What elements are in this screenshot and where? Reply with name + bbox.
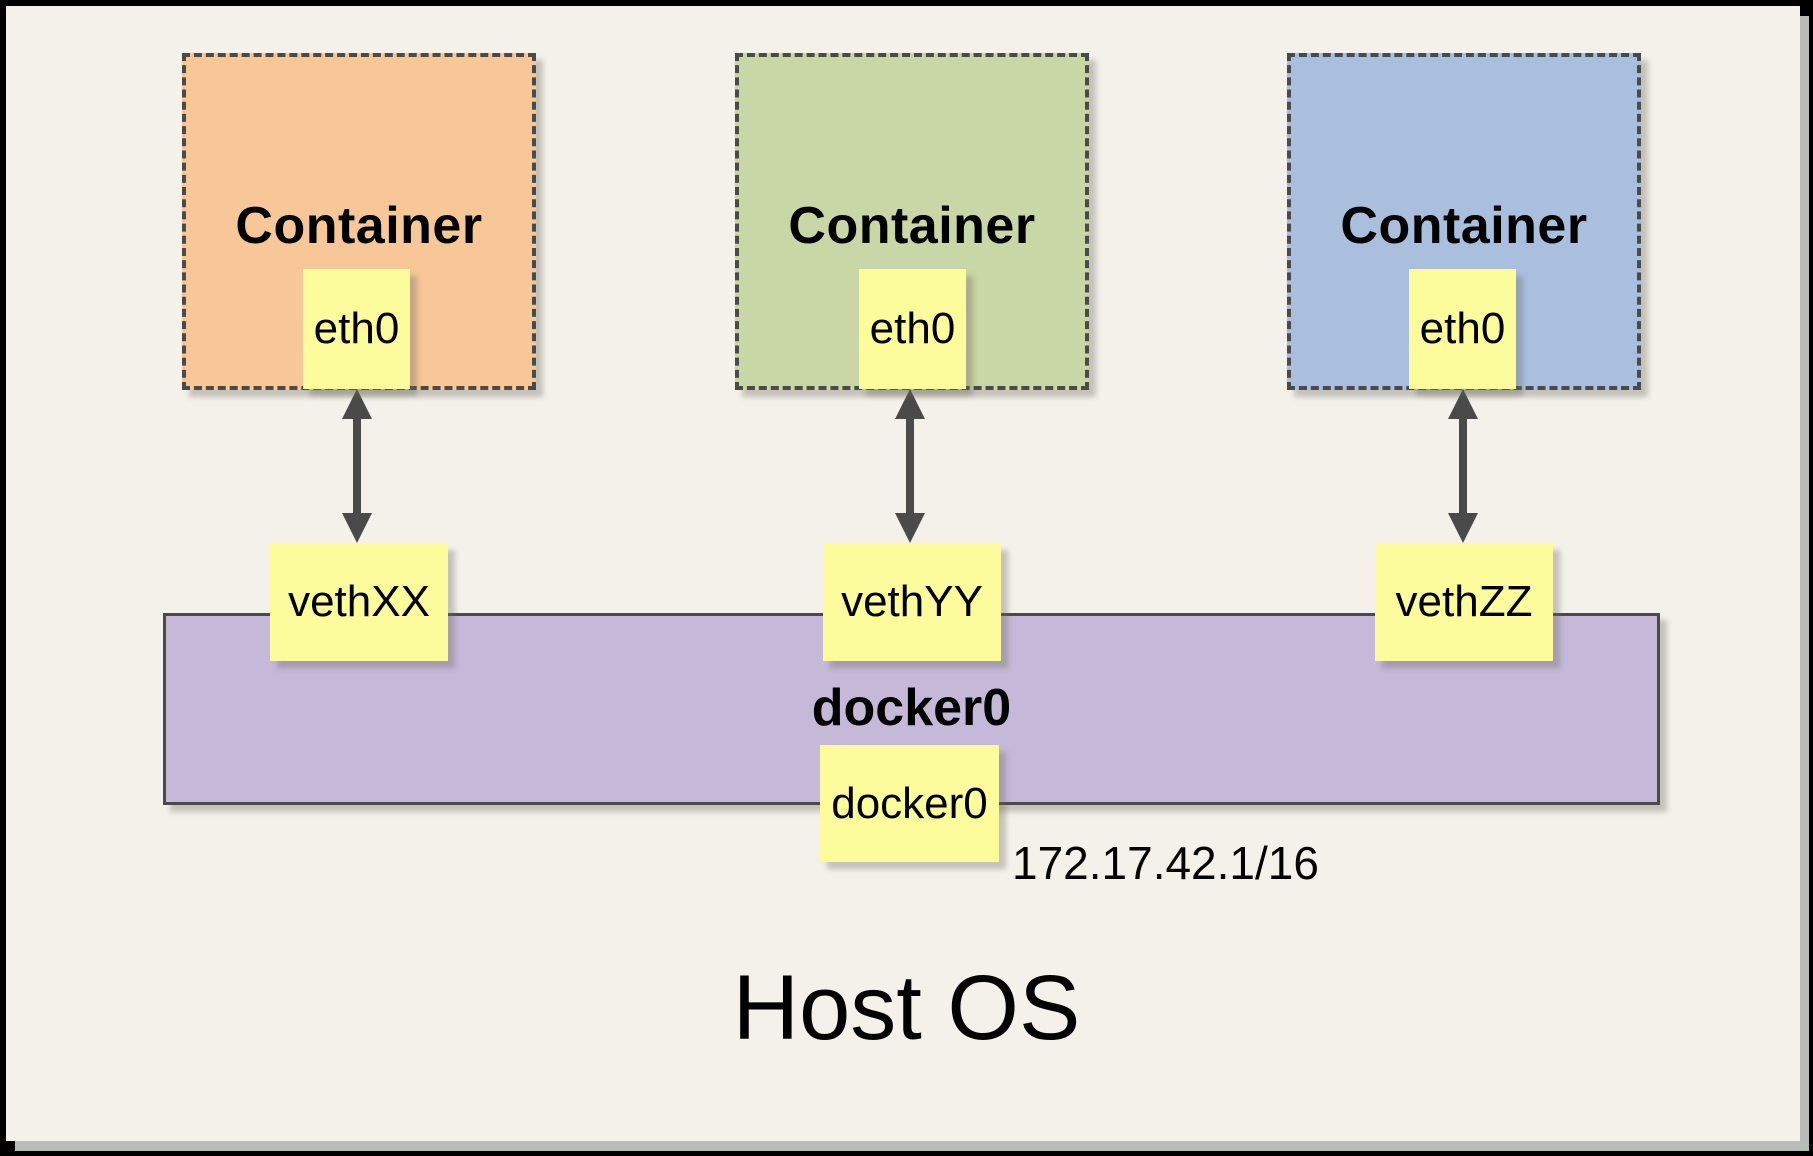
eth0-interface-box-1: eth0: [303, 269, 410, 389]
eth0-label: eth0: [313, 304, 400, 353]
eth0-label: eth0: [869, 304, 956, 353]
container-label: Container: [788, 197, 1036, 255]
container-box-1: Container: [182, 53, 536, 390]
docker0-bridge-label: docker0: [811, 679, 1012, 737]
container-label: Container: [1340, 197, 1588, 255]
veth-box-1: vethXX: [270, 543, 448, 661]
double-arrow-icon-1: [342, 389, 372, 543]
veth-box-2: vethYY: [823, 543, 1001, 661]
host-os-label: Host OS: [732, 957, 1081, 1059]
eth0-label: eth0: [1419, 304, 1506, 353]
docker0-interface-box: docker0: [820, 745, 999, 862]
double-arrow-icon-2: [895, 389, 925, 543]
double-arrow-icon-3: [1448, 389, 1478, 543]
container-label: Container: [235, 197, 483, 255]
bridge-ip-label: 172.17.42.1/16: [1012, 837, 1319, 889]
veth-label: vethYY: [841, 577, 983, 626]
docker0-interface-label: docker0: [831, 778, 988, 828]
eth0-interface-box-3: eth0: [1409, 269, 1516, 389]
veth-box-3: vethZZ: [1375, 543, 1553, 661]
veth-label: vethXX: [288, 577, 430, 626]
veth-label: vethZZ: [1395, 577, 1533, 626]
eth0-interface-box-2: eth0: [859, 269, 966, 389]
